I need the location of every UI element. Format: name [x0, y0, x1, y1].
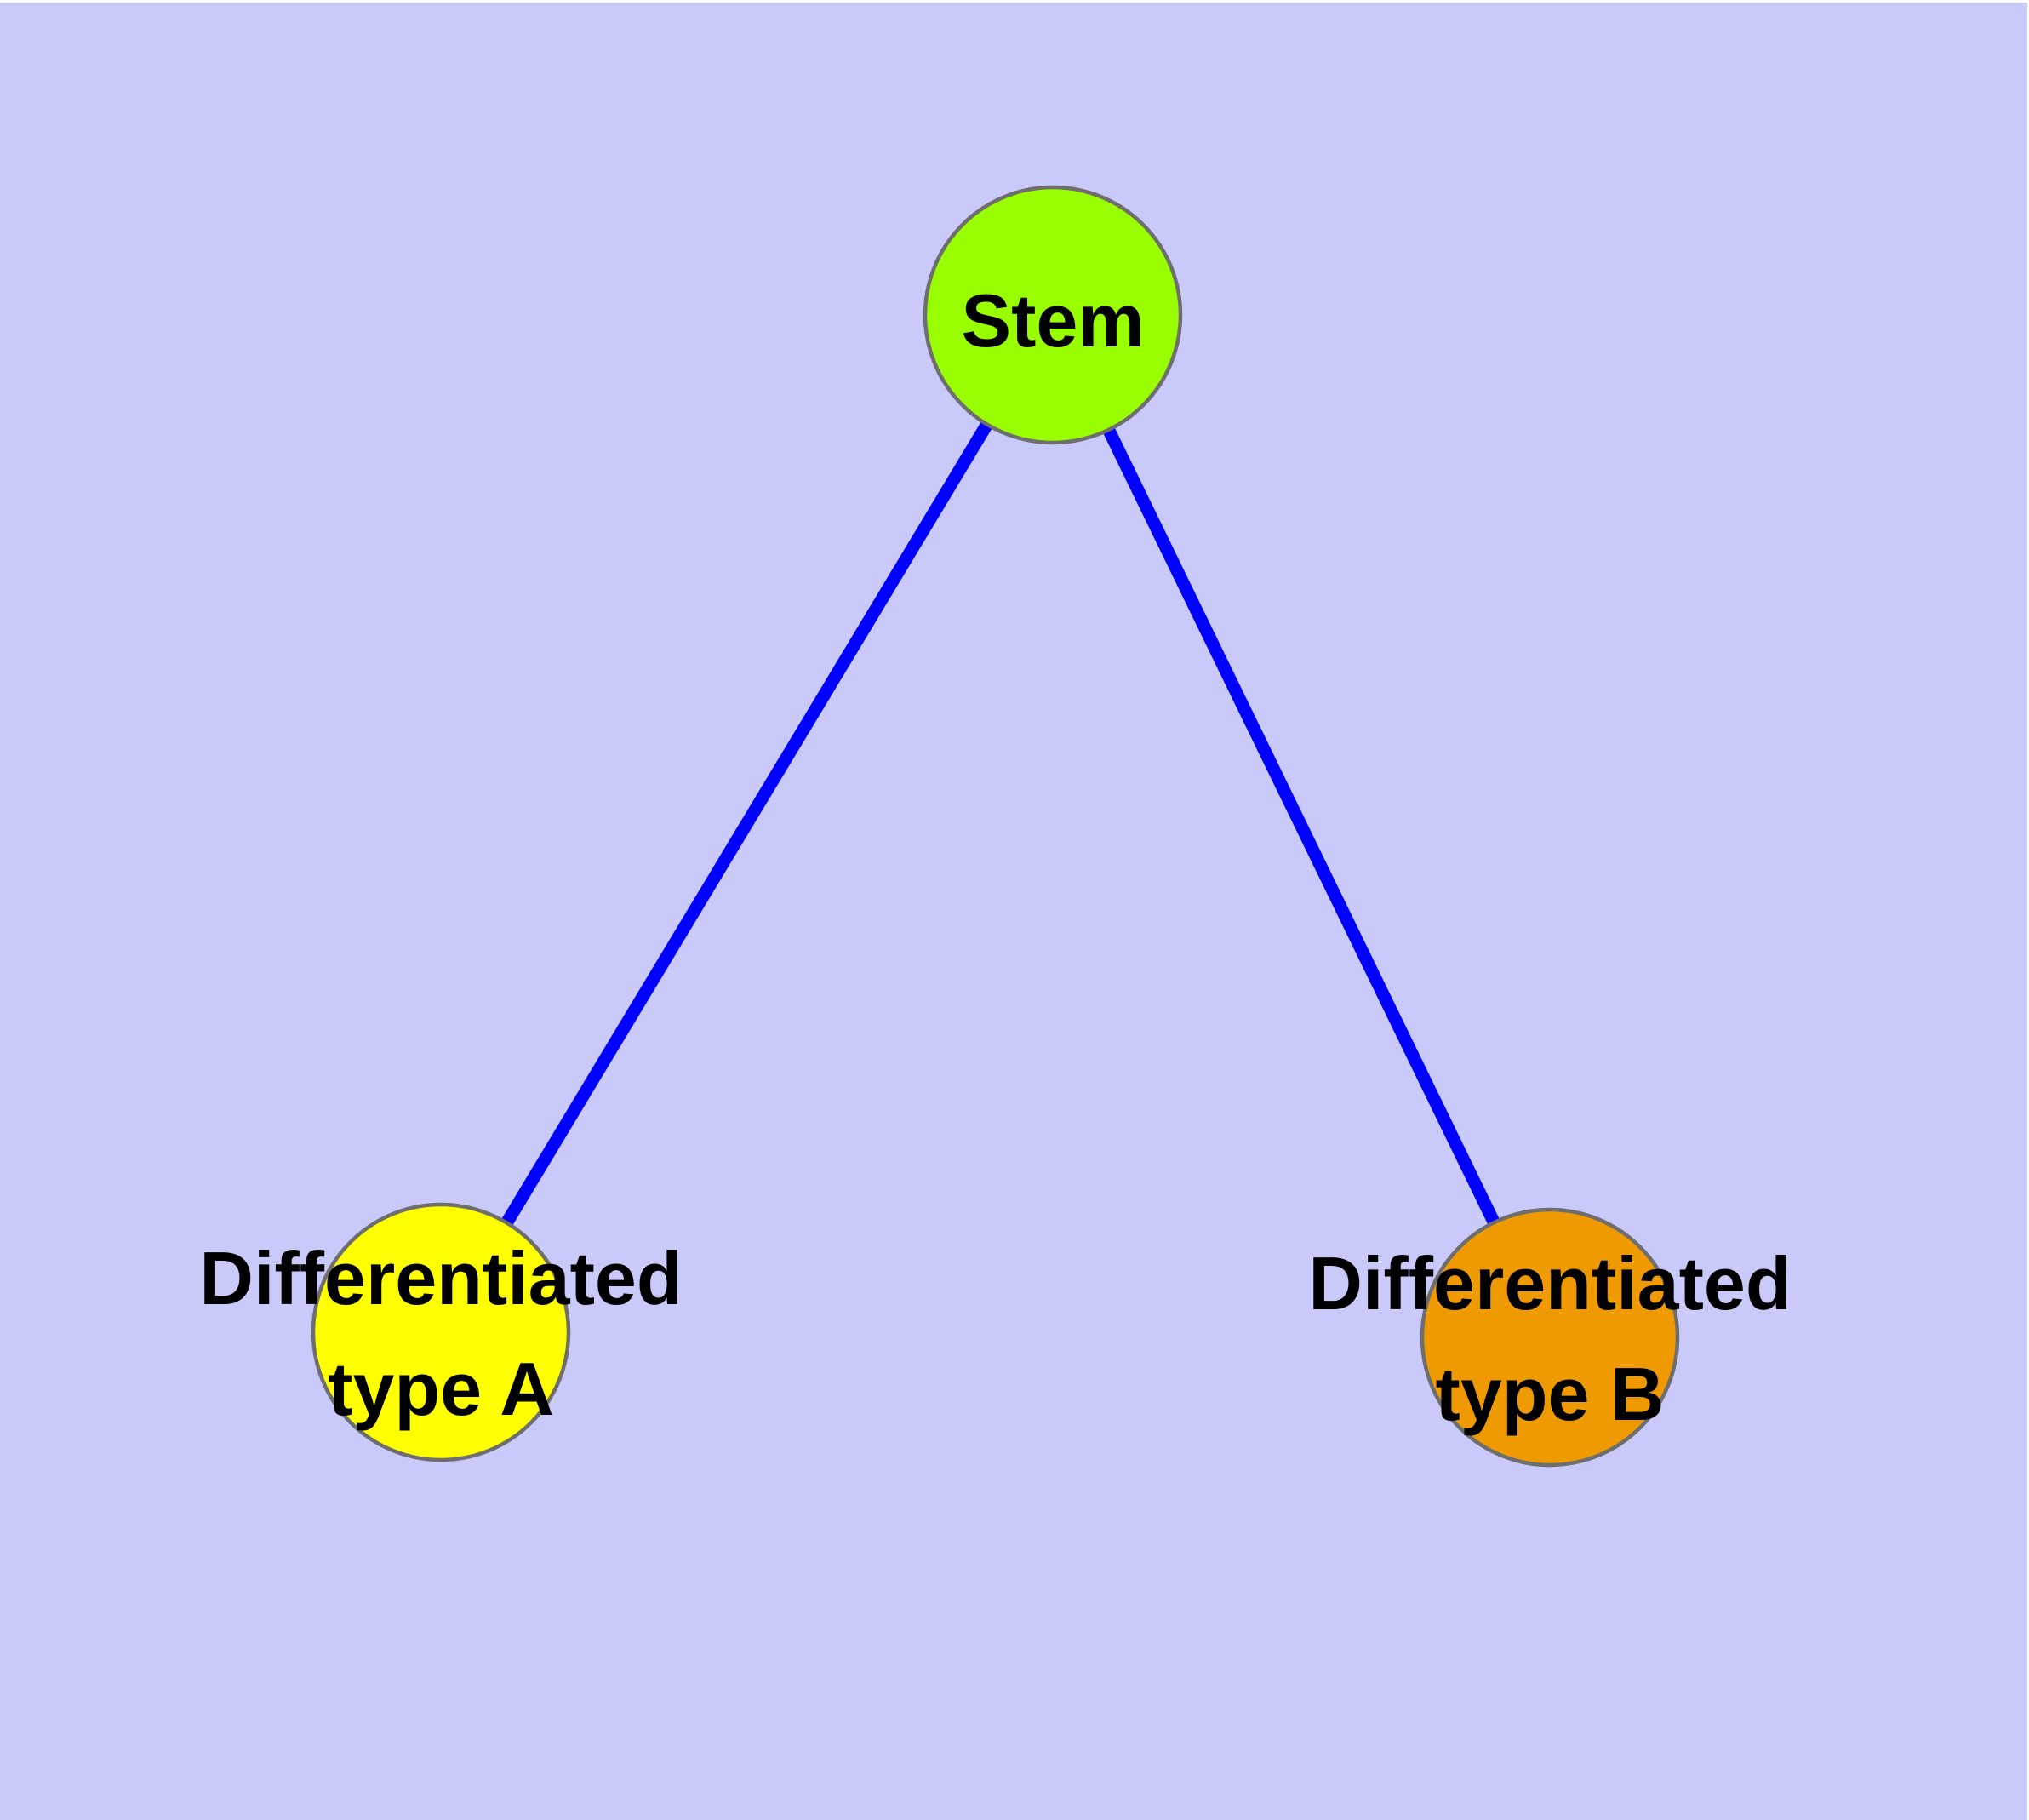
node-stem-circle	[923, 185, 1183, 445]
edge-stem-to-type-b	[1047, 312, 1556, 1341]
edge-stem-to-type-a	[435, 312, 1059, 1336]
node-type-a-circle	[311, 1202, 571, 1462]
node-type-b-circle	[1420, 1207, 1680, 1468]
